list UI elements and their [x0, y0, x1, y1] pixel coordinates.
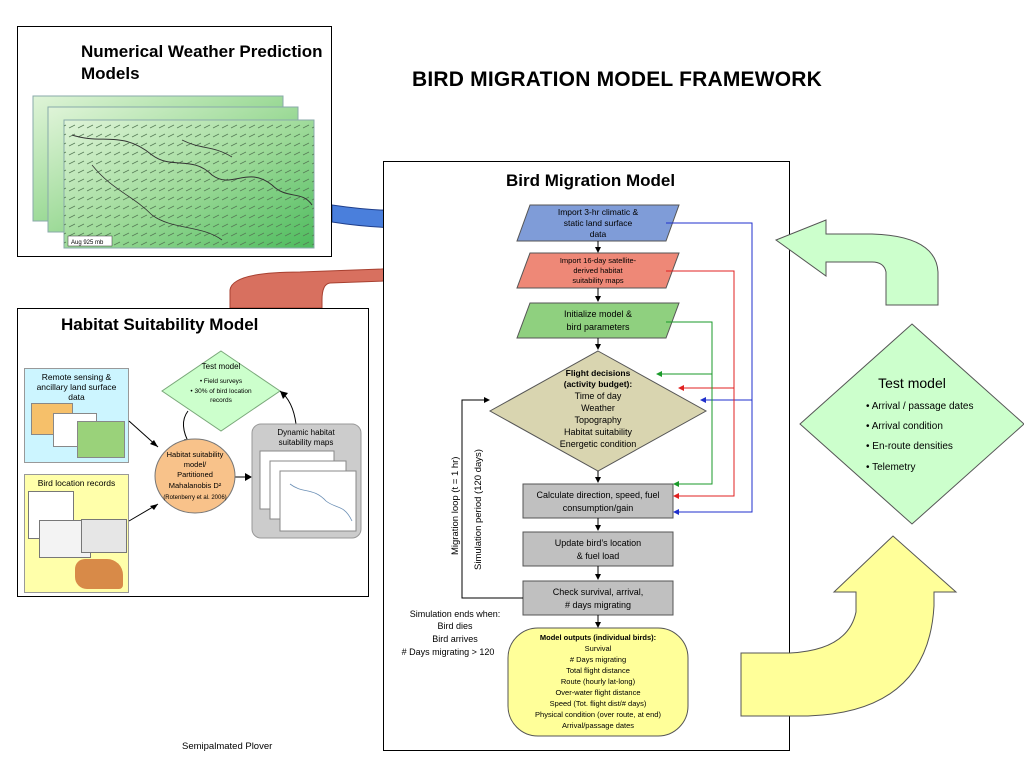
sim-ends-item-3: # Days migrating > 120: [402, 647, 495, 657]
import-sat-line-3: suitability maps: [572, 276, 624, 285]
flight-heading-1: Flight decisions: [566, 368, 631, 378]
output-item-6: Speed (Tot. flight dist/# days): [550, 699, 647, 708]
init-line-2: bird parameters: [566, 322, 630, 332]
remote-sensing-box: Remote sensing & ancillary land surface …: [24, 368, 129, 463]
bird-location-box: Bird location records: [24, 474, 129, 593]
output-item-8: Arrival/passage dates: [562, 721, 634, 730]
habitat-panel: Habitat Suitability Model Remote sensing…: [17, 308, 369, 597]
dynamic-map-3: [279, 470, 357, 532]
habitat-feed-line: [666, 270, 735, 497]
map-label: Aug 925 mb: [71, 240, 104, 246]
habitat-test-model-title: Test model: [202, 362, 241, 371]
output-item-4: Route (hourly lat-long): [561, 677, 636, 686]
weather-maps-stack: Aug 925 mb: [32, 95, 315, 249]
output-item-1: Survival: [585, 644, 612, 653]
habitat-test-item-2b: records: [210, 397, 232, 404]
output-item-2: # Days migrating: [570, 655, 626, 664]
nwp-panel: Numerical Weather Prediction Models Aug …: [17, 26, 332, 257]
habitat-test-model-diamond: [161, 350, 281, 432]
output-item-5: Over-water flight distance: [555, 688, 640, 697]
import-climate-line-2: static land surface: [564, 218, 633, 228]
sim-ends-item-2: Bird arrives: [432, 634, 478, 644]
test-item-2: • Arrival condition: [866, 421, 943, 432]
import-climate-line-3: data: [590, 229, 607, 239]
nwp-title-line1: Numerical Weather Prediction: [81, 42, 323, 61]
bird-location-label: Bird location records: [37, 478, 116, 488]
habitat-title: Habitat Suitability Model: [61, 315, 259, 334]
canada-map-image: [75, 559, 123, 589]
calc-line-1: Calculate direction, speed, fuel: [536, 490, 659, 500]
test-model-title: Test model: [878, 375, 946, 391]
mahal-cite: (Rotenberry et al. 2006): [163, 495, 226, 501]
page-title: BIRD MIGRATION MODEL FRAMEWORK: [412, 68, 823, 91]
migration-loop-label: Migration loop (t = 1 hr): [450, 457, 461, 555]
bmm-title: Bird Migration Model: [506, 171, 676, 190]
import-climate-box: [516, 204, 680, 242]
simulation-period-label: Simulation period (120 days): [473, 449, 484, 570]
import-climate-line-1: Import 3-hr climatic &: [558, 207, 639, 217]
feedback-arrow-green: [774, 219, 939, 306]
model-outputs-box: [507, 627, 689, 737]
dynamic-maps-label-2: suitability maps: [279, 438, 334, 447]
parameter-feed-line: [666, 321, 713, 485]
outputs-to-test-arrow: [740, 535, 958, 717]
output-item-3: Total flight distance: [566, 666, 630, 675]
flight-item-5: Energetic condition: [560, 439, 637, 449]
import-sat-line-1: Import 16-day satellite-: [560, 256, 637, 265]
flight-item-1: Time of day: [575, 391, 622, 401]
check-line-1: Check survival, arrival,: [553, 587, 644, 597]
mahal-line-2: model/: [184, 460, 207, 469]
import-satellite-box: [516, 252, 680, 289]
flight-item-2: Weather: [581, 403, 615, 413]
climate-feed-line: [666, 222, 753, 513]
import-sat-line-2: derived habitat: [573, 266, 623, 275]
flight-item-3: Topography: [574, 415, 622, 425]
update-line-1: Update bird’s location: [555, 538, 641, 548]
test-item-4: • Telemetry: [866, 462, 915, 473]
species-caption: Semipalmated Plover: [182, 741, 273, 752]
mahalanobis-model-circle: [154, 438, 236, 514]
migration-loop-line: [461, 399, 523, 599]
output-item-7: Physical condition (over route, at end): [535, 710, 661, 719]
habitat-test-item-2a: • 30% of bird location: [190, 388, 252, 395]
remote-sensing-label: Remote sensing & ancillary land surface …: [36, 372, 117, 402]
calc-line-2: consumption/gain: [563, 503, 634, 513]
nwp-title-line2: Models: [81, 64, 140, 83]
mahal-line-1: Habitat suitability: [167, 450, 224, 459]
check-line-2: # days migrating: [565, 600, 631, 610]
flight-item-4: Habitat suitability: [564, 427, 633, 437]
test-item-3: • En-route densities: [866, 441, 953, 452]
init-line-1: Initialize model &: [564, 309, 632, 319]
dynamic-maps-label-1: Dynamic habitat: [277, 428, 335, 437]
flight-heading-2: (activity budget):: [564, 379, 633, 389]
mahal-line-4: Mahalanobis D²: [169, 481, 222, 490]
mahal-line-3: Partitioned: [177, 470, 213, 479]
outputs-heading: Model outputs (individual birds):: [540, 633, 656, 642]
update-line-2: & fuel load: [577, 551, 620, 561]
habitat-diagram: Test model • Field surveys • 30% of bird…: [128, 350, 362, 539]
test-model-diamond: [799, 323, 1024, 525]
sim-ends-heading: Simulation ends when:: [410, 609, 501, 619]
habitat-test-item-1: • Field surveys: [200, 378, 243, 385]
sim-ends-item-1: Bird dies: [437, 621, 473, 631]
records-photo-image: [81, 519, 127, 553]
remote-sensing-map-3: [77, 421, 125, 458]
coastline: [71, 134, 313, 206]
nwp-title: Numerical Weather Prediction Models: [81, 41, 323, 85]
initialize-box: [516, 302, 680, 339]
test-item-1: • Arrival / passage dates: [866, 401, 973, 412]
